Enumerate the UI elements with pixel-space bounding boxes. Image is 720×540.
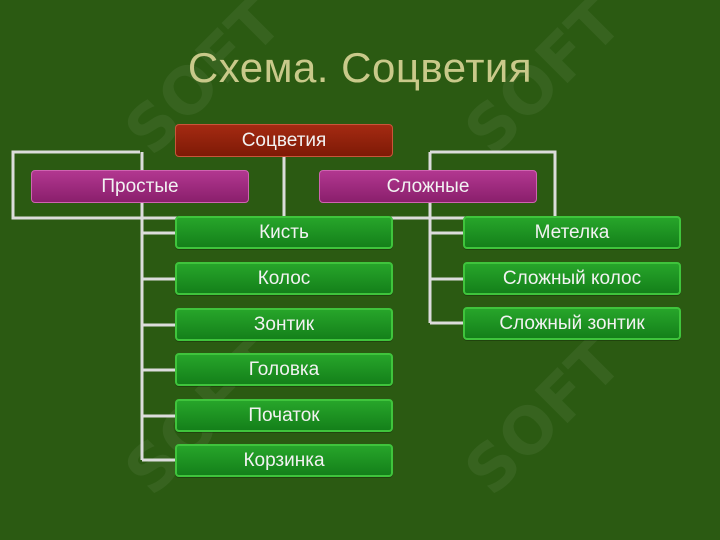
complex-item: Сложный колос bbox=[463, 262, 681, 295]
connector-bracket-simple bbox=[11, 150, 284, 220]
category-complex: Сложные bbox=[319, 170, 537, 203]
page-title: Схема. Соцветия bbox=[187, 44, 533, 91]
connector-bracket-complex bbox=[284, 150, 557, 220]
root-node: Соцветия bbox=[175, 124, 393, 157]
simple-item: Зонтик bbox=[175, 308, 393, 341]
category-simple: Простые bbox=[31, 170, 249, 203]
complex-item: Метелка bbox=[463, 216, 681, 249]
simple-item: Кисть bbox=[175, 216, 393, 249]
simple-item: Корзинка bbox=[175, 444, 393, 477]
simple-item: Головка bbox=[175, 353, 393, 386]
simple-item: Колос bbox=[175, 262, 393, 295]
simple-item: Початок bbox=[175, 399, 393, 432]
complex-item: Сложный зонтик bbox=[463, 307, 681, 340]
